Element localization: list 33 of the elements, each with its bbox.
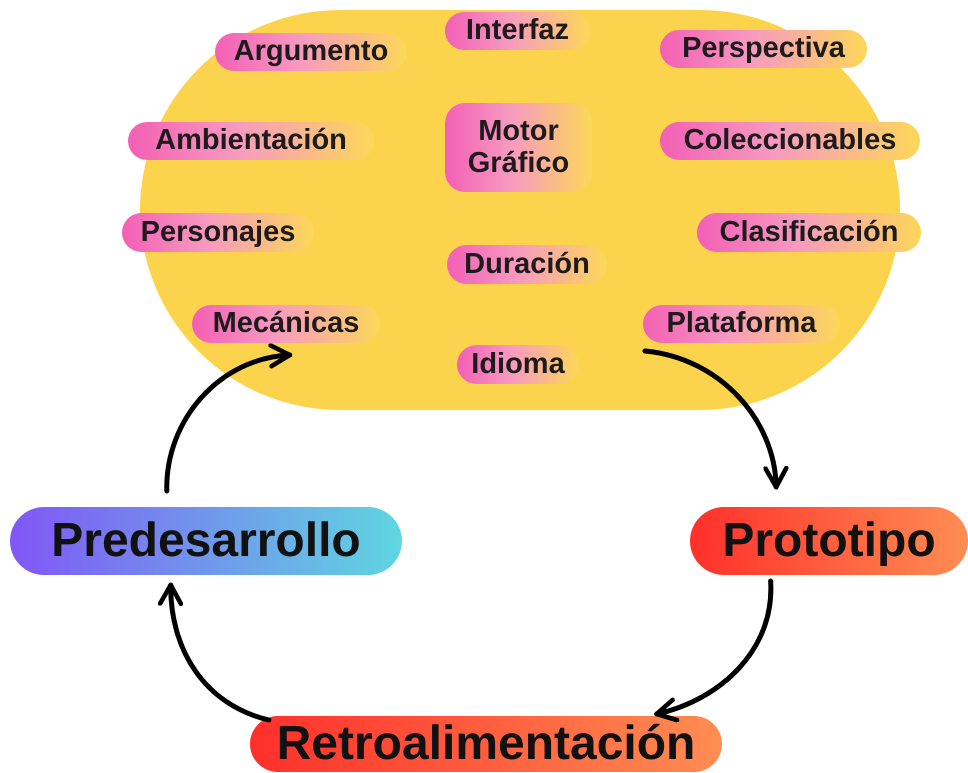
element-pill [445,12,590,50]
pill-label: Mecánicas [212,308,360,340]
curved-arrow [654,578,774,722]
pill-label: Perspectiva [682,33,845,65]
pill-label: Retroalimentación [276,720,696,768]
pill-label: Idioma [471,348,565,380]
element-pill [447,245,607,284]
pill-label: Predesarrollo [51,517,361,565]
pill-label: Ambientación [155,125,347,157]
element-pill [697,213,921,252]
pill-label: Argumento [234,36,388,68]
pill-label: Motor Gráfico [466,116,570,180]
element-pill [445,103,592,192]
element-pill [457,345,579,384]
pill-label: Clasificación [720,216,898,248]
pill-label: Interfaz [466,15,570,47]
curved-arrow [164,344,292,494]
curved-arrow [158,582,272,722]
pill-label: Prototipo [722,517,936,565]
element-pill [122,213,314,252]
pill-label: Personajes [140,216,296,248]
element-pill [643,305,840,343]
stage-pill [250,716,722,772]
pill-label: Coleccionables [684,125,896,157]
element-pill [128,122,374,160]
pill-label: Plataforma [666,308,816,340]
stage-pill [690,507,968,575]
element-pill [660,30,867,68]
element-pill [192,305,380,343]
pill-label: Duración [464,248,590,280]
curved-arrow [642,348,788,490]
element-pill [660,122,920,160]
element-pill [215,33,407,71]
